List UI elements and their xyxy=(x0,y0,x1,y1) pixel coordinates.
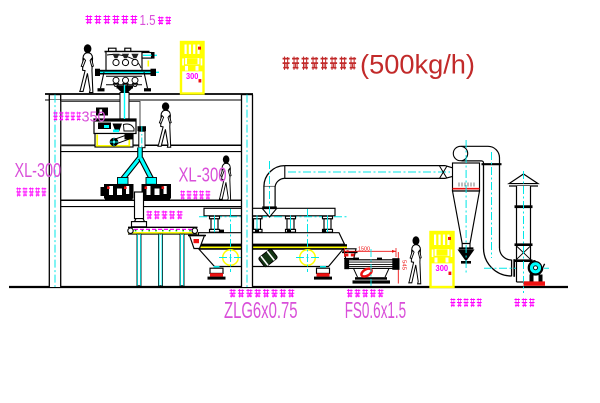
svg-text:300: 300 xyxy=(436,264,449,273)
svg-text:545: 545 xyxy=(401,260,407,270)
svg-text:XL-300: XL-300 xyxy=(179,165,227,187)
svg-text:(500kg/h): (500kg/h) xyxy=(360,50,475,80)
svg-text:XL-300: XL-300 xyxy=(15,160,62,182)
svg-text:350: 350 xyxy=(82,109,106,126)
svg-text:300: 300 xyxy=(186,72,199,81)
svg-text:ZLG6x0.75: ZLG6x0.75 xyxy=(224,297,298,323)
svg-text:1.5: 1.5 xyxy=(140,12,156,29)
svg-text:1500: 1500 xyxy=(358,246,370,252)
svg-text:FS0.6x1.5: FS0.6x1.5 xyxy=(345,297,407,323)
